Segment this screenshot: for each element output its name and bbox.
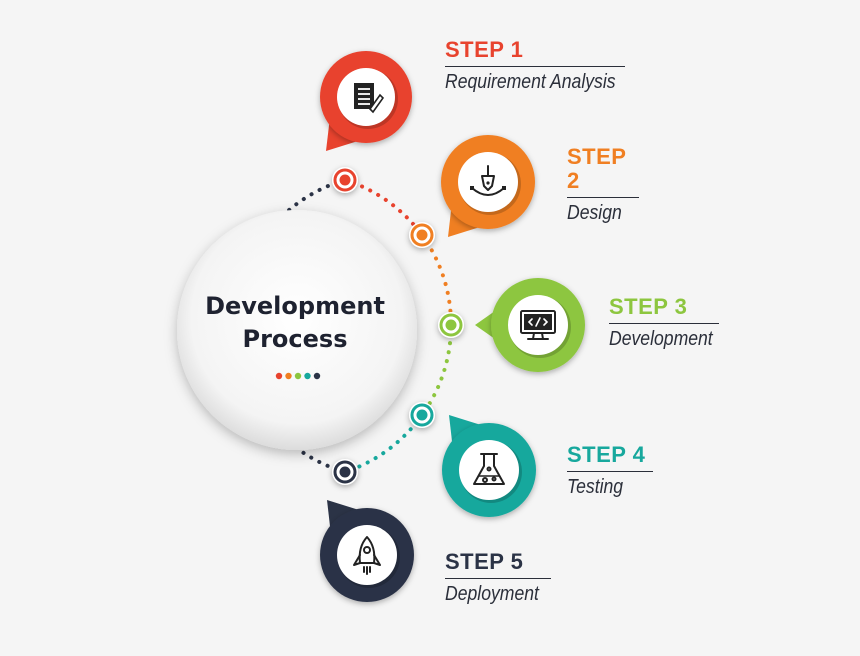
- step-5-title: STEP 5: [445, 550, 551, 579]
- pen-tool-icon: [470, 165, 506, 196]
- center-dot: [294, 372, 302, 380]
- ring-node-1: [332, 167, 358, 193]
- flask-icon: [473, 453, 505, 485]
- center-title-line1: Development: [205, 292, 385, 320]
- center-color-dots: [275, 372, 321, 380]
- step-1-bubble: [320, 51, 412, 151]
- step-4-label: STEP 4 Testing: [567, 443, 653, 499]
- step-3-desc: Development: [609, 328, 713, 350]
- step-5-desc: Deployment: [445, 583, 539, 605]
- center-title: Development Process: [180, 290, 410, 356]
- center-dot: [285, 372, 292, 380]
- step-3-label: STEP 3 Development: [609, 295, 727, 351]
- ring-node-2: [409, 222, 435, 248]
- center-title-line2: Process: [242, 325, 348, 353]
- ring-node-3: [438, 312, 464, 338]
- step-1-desc: Requirement Analysis: [445, 71, 616, 93]
- step-4-desc: Testing: [567, 476, 624, 498]
- step-4-bubble: [442, 415, 536, 517]
- step-2-bubble: [441, 135, 535, 237]
- step-1-title: STEP 1: [445, 38, 625, 67]
- step-2-desc: Design: [567, 202, 622, 224]
- step-2-title: STEP 2: [567, 145, 639, 198]
- ring-node-4: [409, 402, 435, 428]
- step-4-title: STEP 4: [567, 443, 653, 472]
- step-5-label: STEP 5 Deployment: [445, 550, 552, 606]
- arc-segment-2: [420, 233, 454, 327]
- center-circle: [177, 210, 417, 450]
- step-1-label: STEP 1 Requirement Analysis: [445, 38, 639, 94]
- center-dot: [313, 372, 321, 380]
- step-3-title: STEP 3: [609, 295, 719, 324]
- code-monitor-icon: [520, 310, 556, 340]
- bubble-inner: [337, 525, 397, 585]
- ring-node-5: [332, 459, 358, 485]
- arc-segment-3: [420, 323, 454, 417]
- bubble-pointer: [475, 311, 495, 339]
- center-dot: [304, 372, 311, 380]
- step-2-label: STEP 2 Design: [567, 145, 639, 225]
- center-dot: [275, 372, 283, 380]
- step-3-bubble: [475, 278, 585, 372]
- step-5-bubble: [320, 500, 414, 602]
- rocket-icon: [353, 536, 381, 575]
- document-pencil-icon: [354, 83, 385, 114]
